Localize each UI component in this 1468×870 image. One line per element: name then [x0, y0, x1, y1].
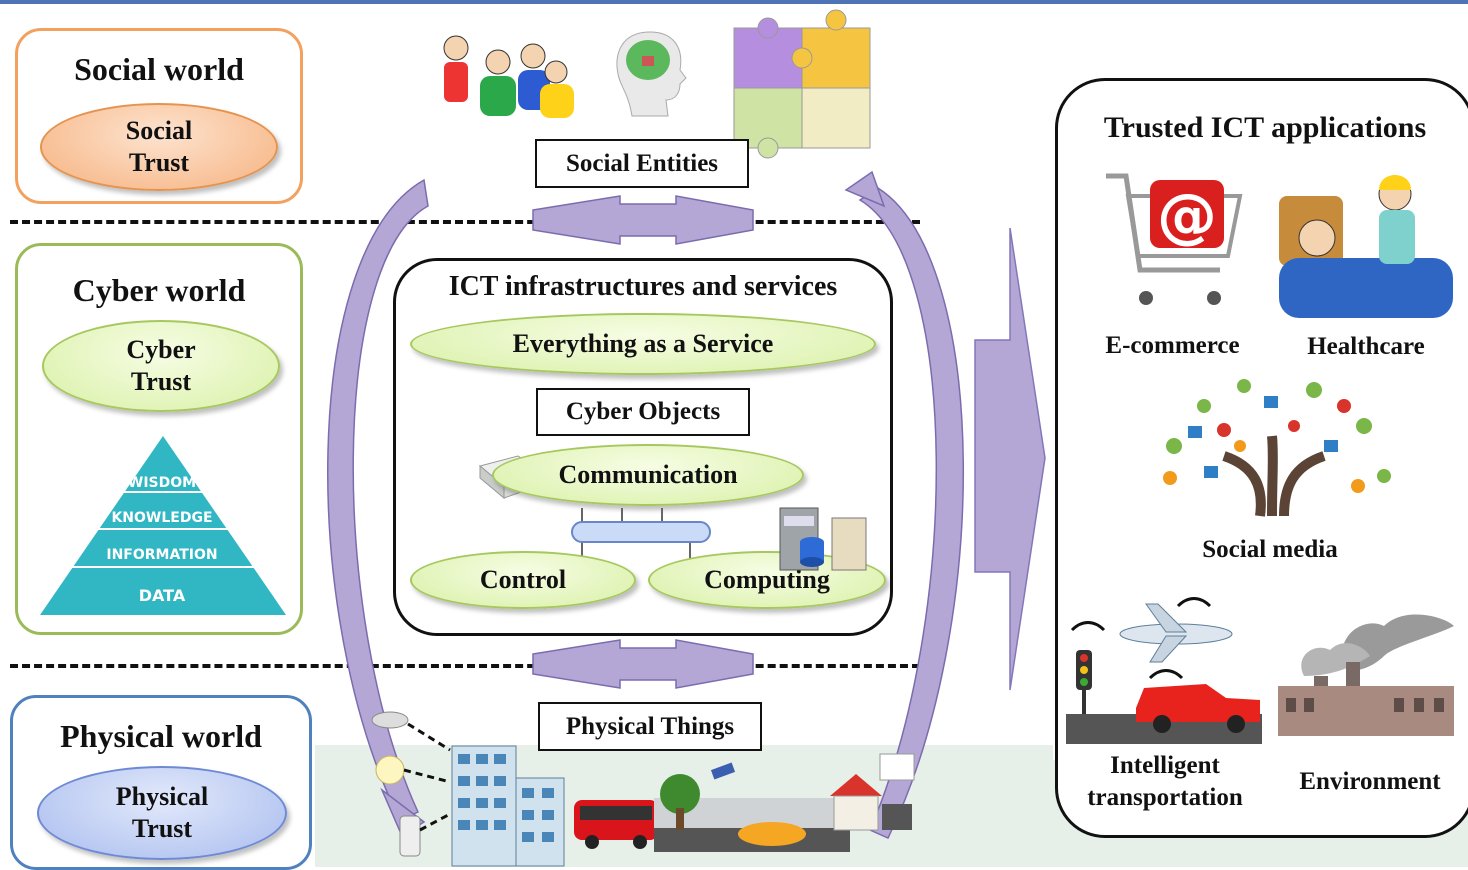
cyber-world-panel: Cyber world Cyber Trust WISDOM KNOWLEDGE…	[15, 243, 303, 635]
city-road-illustration	[654, 762, 850, 852]
social-trust-ellipse: Social Trust	[40, 103, 278, 191]
pyramid-information: INFORMATION	[106, 547, 218, 563]
apps-title: Trusted ICT applications	[1103, 111, 1427, 144]
brain-head-icon	[616, 31, 687, 117]
top-accent-bar	[0, 0, 1468, 4]
social-world-title: Social world	[74, 51, 244, 87]
social-media-tree-icon	[1163, 379, 1391, 517]
healthcare-illustration	[1279, 175, 1453, 318]
xaas-ellipse: Everything as a Service	[410, 313, 876, 375]
dikw-pyramid	[40, 436, 286, 615]
cyber-trust-ellipse: Cyber Trust	[42, 320, 280, 412]
social-people-illustration	[443, 35, 574, 118]
puzzle-pieces-illustration	[733, 9, 871, 159]
ecommerce-cart-icon: @	[1106, 173, 1243, 305]
social-entities-label: Social Entities	[535, 139, 749, 188]
app-label-social-media: Social media	[1202, 536, 1338, 563]
app-label-environment: Environment	[1299, 768, 1441, 795]
app-label-healthcare: Healthcare	[1307, 333, 1425, 360]
communication-label: Communication	[558, 460, 738, 489]
pyramid-data: DATA	[138, 586, 186, 605]
cyber-trust-label: Cyber Trust	[126, 335, 196, 396]
pyramid-knowledge: KNOWLEDGE	[111, 510, 213, 526]
social-world-panel: Social world Social Trust	[15, 28, 303, 204]
app-label-ecommerce: E-commerce	[1105, 332, 1240, 359]
buildings-illustration	[451, 745, 565, 867]
sensor-devices-illustration	[371, 711, 451, 857]
bus-illustration	[574, 800, 658, 849]
xaas-label: Everything as a Service	[512, 329, 774, 358]
control-ellipse: Control	[410, 551, 636, 609]
pyramid-wisdom: WISDOM	[127, 475, 197, 491]
physical-things-label: Physical Things	[538, 702, 762, 751]
physical-trust-label: Physical Trust	[115, 782, 209, 843]
transportation-illustration	[1066, 597, 1262, 744]
environment-factory-illustration	[1278, 614, 1454, 736]
communication-ellipse: Communication	[492, 444, 804, 506]
ict-title: ICT infrastructures and services	[448, 271, 838, 302]
social-trust-label: Social Trust	[125, 116, 193, 177]
house-illustration	[830, 753, 915, 831]
app-label-intelligent-transportation: Intelligent transportation	[1087, 752, 1243, 811]
physical-trust-ellipse: Physical Trust	[37, 766, 287, 860]
server-icon	[779, 507, 867, 571]
separator-cyber-physical	[10, 664, 920, 668]
cyber-world-title: Cyber world	[72, 272, 246, 308]
svg-text:@: @	[1157, 181, 1217, 251]
physical-world-title: Physical world	[60, 718, 262, 754]
separator-social-cyber	[10, 220, 920, 224]
control-label: Control	[479, 565, 567, 594]
cyber-objects-label: Cyber Objects	[536, 388, 750, 436]
computing-ellipse: Computing	[648, 551, 886, 609]
